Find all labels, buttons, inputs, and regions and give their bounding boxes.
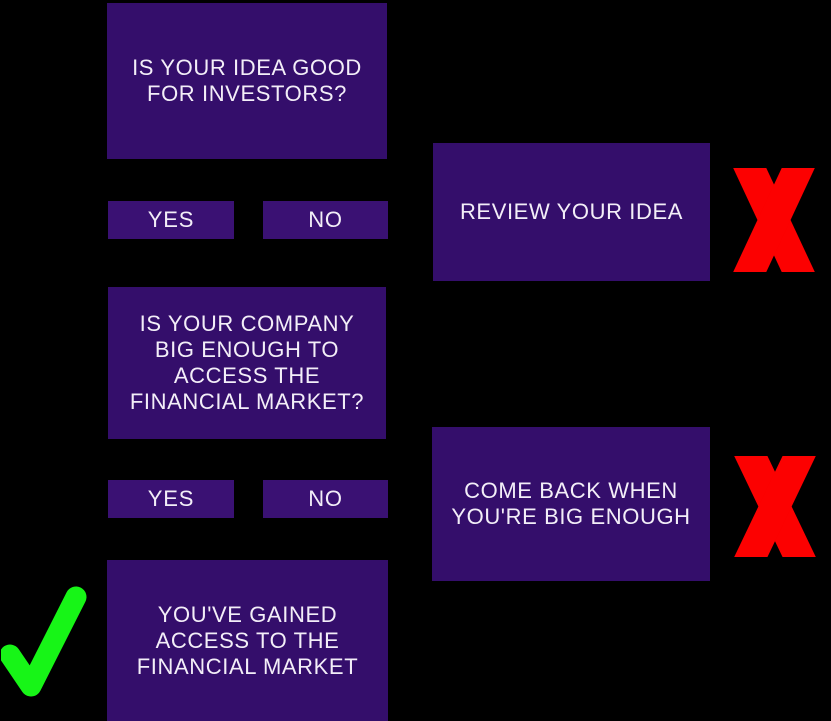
question-box-idea-good: IS YOUR IDEA GOOD FOR INVESTORS?	[107, 3, 387, 159]
question-text-line: BIG ENOUGH TO	[154, 337, 340, 362]
question-text-line: IS YOUR COMPANY	[139, 311, 355, 336]
no-button-company[interactable]: NO	[263, 480, 388, 518]
result-text-line: ACCESS TO THE	[155, 627, 340, 653]
outcome-text-line: REVIEW YOUR IDEA	[459, 199, 684, 224]
check-mark-icon	[1, 583, 91, 698]
x-mark-icon	[727, 456, 823, 557]
no-button-idea[interactable]: NO	[263, 201, 388, 239]
result-text-line: FINANCIAL MARKET	[136, 653, 359, 679]
yes-button-company[interactable]: YES	[108, 480, 234, 518]
outcome-text-line: COME BACK WHEN	[464, 478, 678, 503]
question-box-company-size: IS YOUR COMPANY BIG ENOUGH TO ACCESS THE…	[108, 287, 386, 439]
result-text-line: YOU'VE GAINED	[157, 601, 338, 627]
outcome-text-line: YOU'RE BIG ENOUGH	[451, 504, 691, 529]
yes-button-idea[interactable]: YES	[108, 201, 234, 239]
outcome-box-review-idea: REVIEW YOUR IDEA	[433, 143, 710, 281]
question-text-line: IS YOUR IDEA GOOD	[132, 55, 362, 80]
question-text-line: FOR INVESTORS?	[147, 81, 347, 106]
result-box-access-gained: YOU'VE GAINED ACCESS TO THE FINANCIAL MA…	[107, 560, 388, 721]
question-text-line: FINANCIAL MARKET?	[129, 389, 365, 414]
question-text-line: ACCESS THE	[173, 363, 321, 388]
x-mark-icon	[726, 168, 822, 272]
outcome-box-come-back: COME BACK WHEN YOU'RE BIG ENOUGH	[432, 427, 710, 581]
